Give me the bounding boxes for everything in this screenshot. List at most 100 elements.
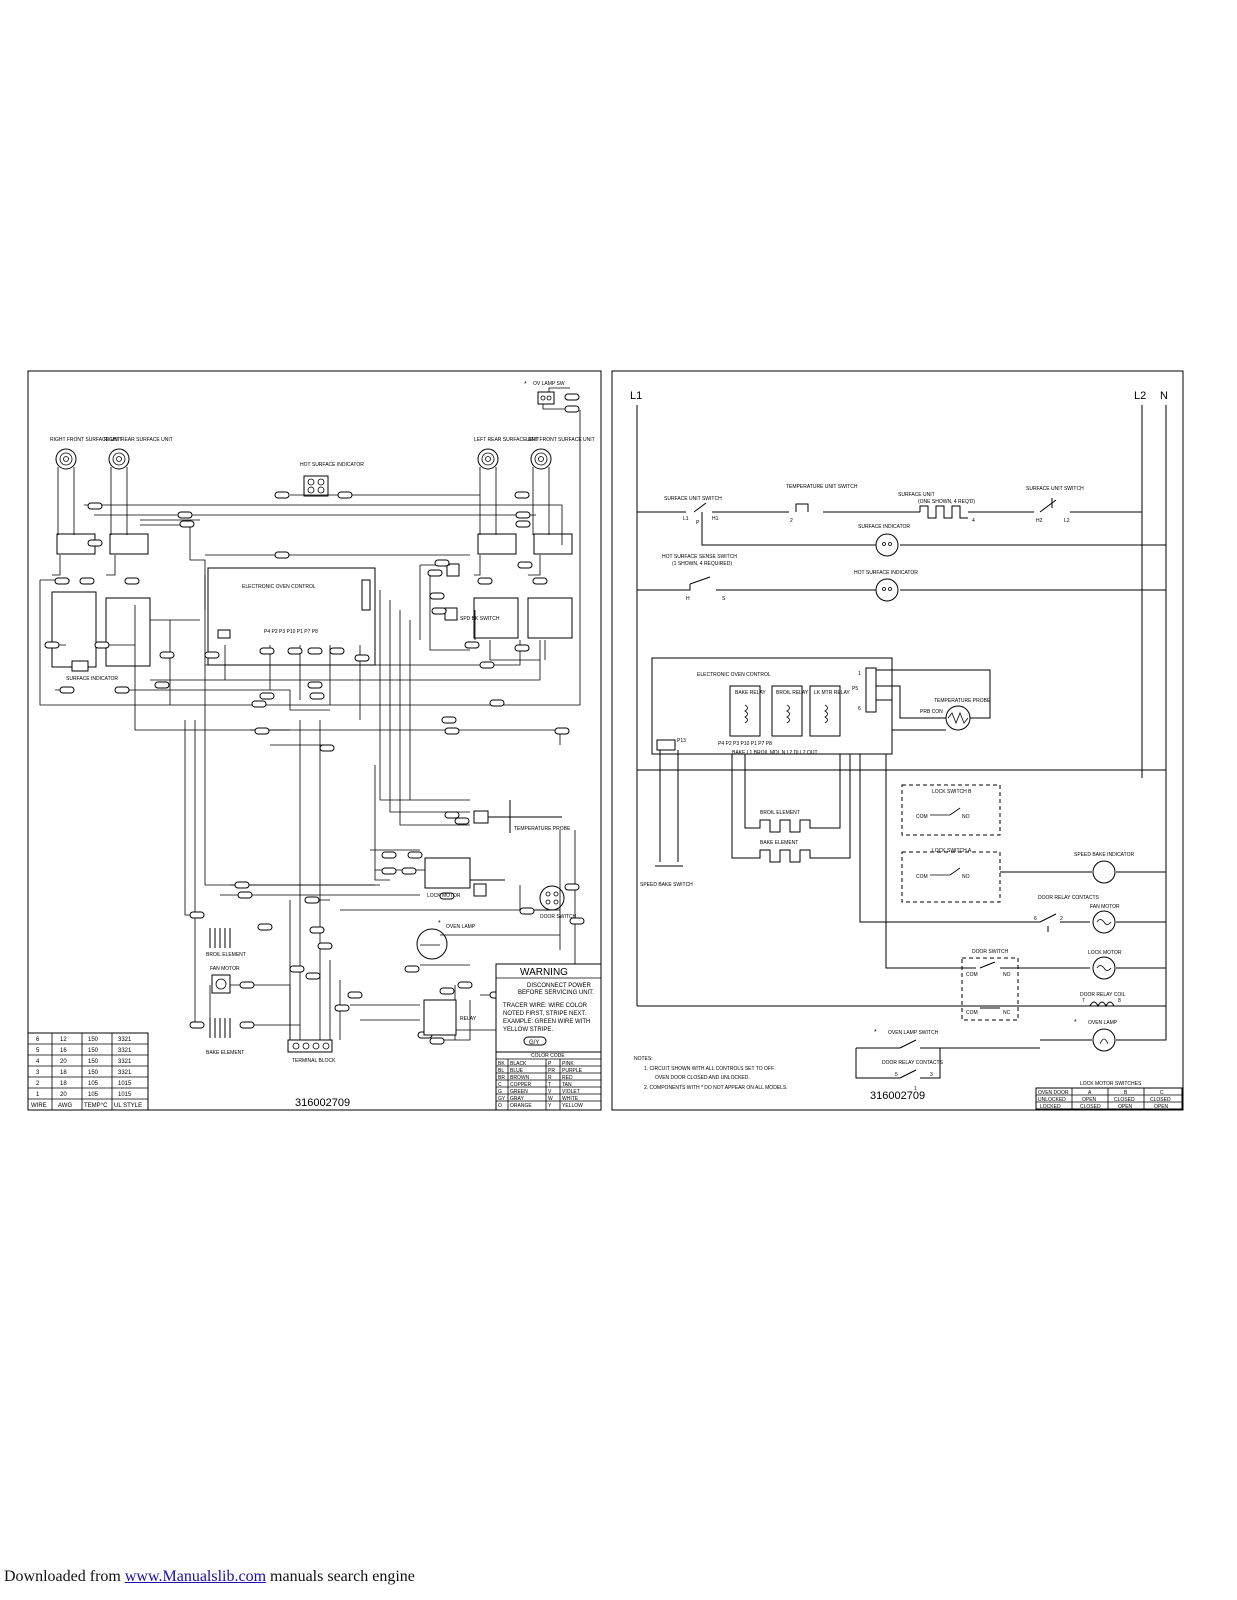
svg-text:R: R	[548, 1075, 552, 1081]
svg-text:DOOR SWITCH: DOOR SWITCH	[972, 949, 1008, 955]
svg-text:HOT SURFACE SENSE SWITCH: HOT SURFACE SENSE SWITCH	[662, 554, 737, 560]
svg-text:20: 20	[60, 1059, 67, 1065]
svg-text:H: H	[686, 596, 690, 602]
oven-lamp-schematic: * OVEN LAMP	[1040, 1006, 1167, 1052]
svg-text:16: 16	[60, 1048, 67, 1054]
svg-text:COM: COM	[916, 874, 928, 880]
svg-text:GRAY: GRAY	[510, 1096, 524, 1102]
svg-text:5: 5	[36, 1048, 40, 1054]
broil-element-schematic: BROIL ELEMENT	[744, 754, 841, 833]
oven-lamp-switch: * OV LAMP SW	[524, 381, 580, 413]
svg-text:6: 6	[36, 1037, 40, 1043]
svg-text:B: B	[1124, 1090, 1128, 1096]
svg-text:(ONE SHOWN, 4 REQ'D): (ONE SHOWN, 4 REQ'D)	[918, 499, 975, 505]
svg-text:BL: BL	[498, 1068, 504, 1074]
left-wiring-diagram: * OV LAMP SW RIGHT FRONT SURFACE UNIT RI…	[27, 370, 602, 1111]
surface-indicator: SURFACE INDICATOR	[66, 660, 118, 682]
svg-text:W: W	[548, 1096, 553, 1102]
svg-text:OVEN DOOR CLOSED AND UNLOCKED.: OVEN DOOR CLOSED AND UNLOCKED.	[655, 1075, 750, 1081]
svg-text:*: *	[524, 381, 527, 388]
svg-text:SPD BK SWITCH: SPD BK SWITCH	[460, 616, 500, 622]
footer-suffix: manuals search engine	[266, 1568, 415, 1585]
svg-text:FAN MOTOR: FAN MOTOR	[1090, 904, 1120, 910]
svg-text:C: C	[1160, 1090, 1164, 1096]
svg-text:LOCK SWITCH A: LOCK SWITCH A	[932, 848, 972, 854]
svg-text:PURPLE: PURPLE	[562, 1068, 583, 1074]
right-part-number: 316002709	[870, 1090, 925, 1102]
svg-text:2: 2	[36, 1081, 40, 1087]
svg-text:BK: BK	[498, 1061, 505, 1067]
svg-text:1. CIRCUIT SHOWN WITH ALL CON: 1. CIRCUIT SHOWN WITH ALL CONTROLS SET T…	[644, 1066, 775, 1072]
svg-text:SURFACE INDICATOR: SURFACE INDICATOR	[858, 524, 910, 530]
svg-text:H2: H2	[1036, 518, 1043, 524]
svg-text:COLOR CODE: COLOR CODE	[531, 1053, 565, 1059]
svg-text:P: P	[548, 1061, 552, 1067]
door-relay-contacts-2: DOOR RELAY CONTACTS 5 3 1	[855, 1048, 944, 1092]
svg-text:OPEN: OPEN	[1118, 1104, 1133, 1110]
relay: RELAY	[423, 999, 477, 1036]
svg-text:COM: COM	[966, 1010, 978, 1016]
svg-text:CLOSED: CLOSED	[1150, 1097, 1171, 1103]
svg-text:LOCK MOTOR: LOCK MOTOR	[427, 893, 461, 899]
color-code-table: COLOR CODE BK BLACK P PINK BL BLUE PR PU…	[495, 1051, 602, 1111]
temperature-probe-schematic: TEMPERATURE PROBE PRB CON	[876, 669, 991, 731]
svg-text:OPEN: OPEN	[1082, 1097, 1097, 1103]
svg-text:BAKE ELEMENT: BAKE ELEMENT	[206, 1050, 244, 1056]
svg-text:BR: BR	[498, 1075, 505, 1081]
svg-text:GREEN: GREEN	[510, 1089, 528, 1095]
lock-motor: LOCK MOTOR	[424, 857, 505, 899]
svg-text:BAKE ELEMENT: BAKE ELEMENT	[760, 840, 798, 846]
svg-text:P13: P13	[677, 738, 686, 744]
left-rear-surface-unit: LEFT REAR SURFACE UNIT	[474, 437, 539, 470]
line-n-label: N	[1160, 390, 1168, 402]
svg-text:FAN MOTOR: FAN MOTOR	[210, 966, 240, 972]
speed-bake-switch: SPD BK SWITCH	[444, 563, 500, 622]
svg-text:NO: NO	[962, 814, 970, 820]
svg-text:AWG: AWG	[58, 1103, 72, 1109]
fan-motor: FAN MOTOR	[210, 966, 240, 994]
svg-text:C: C	[498, 1082, 502, 1088]
right-rear-surface-unit: RIGHT REAR SURFACE UNIT	[104, 437, 173, 470]
svg-text:V: V	[548, 1089, 552, 1095]
svg-text:G/Y: G/Y	[529, 1040, 539, 1046]
svg-text:TEMPERATURE UNIT SWITCH: TEMPERATURE UNIT SWITCH	[786, 484, 858, 490]
bus-lines	[636, 405, 1167, 1006]
oven-lamp: * OVEN LAMP	[416, 920, 476, 960]
svg-text:DOOR RELAY CONTACTS: DOOR RELAY CONTACTS	[882, 1060, 944, 1066]
eoc-block: ELECTRONIC OVEN CONTROL BAKE RELAY BROIL…	[651, 657, 893, 756]
svg-text:DISCONNECT POWER: DISCONNECT POWER	[527, 983, 592, 989]
svg-text:RELAY: RELAY	[460, 1016, 477, 1022]
svg-text:T: T	[548, 1082, 551, 1088]
svg-text:COM: COM	[916, 814, 928, 820]
svg-text:3: 3	[36, 1070, 40, 1076]
svg-text:COPPER: COPPER	[510, 1082, 532, 1088]
svg-text:DOOR RELAY CONTACTS: DOOR RELAY CONTACTS	[1038, 895, 1100, 901]
svg-text:PR: PR	[548, 1068, 555, 1074]
manualslib-link[interactable]: www.Manualslib.com	[124, 1568, 267, 1585]
svg-text:2. COMPONENTS WITH * DO NOT: 2. COMPONENTS WITH * DO NOT APPEAR ON AL…	[644, 1085, 788, 1091]
svg-text:ELECTRONIC OVEN CONTROL: ELECTRONIC OVEN CONTROL	[242, 584, 316, 590]
svg-text:OV LAMP SW: OV LAMP SW	[533, 381, 565, 387]
svg-text:3321: 3321	[118, 1059, 132, 1065]
svg-text:O: O	[498, 1103, 502, 1109]
hot-surface-circuit: HOT SURFACE SENSE SWITCH (1 SHOWN, 4 REQ…	[637, 554, 1166, 602]
speed-bake-switch-schematic: SPEED BAKE SWITCH	[640, 750, 693, 888]
svg-text:L2: L2	[1064, 518, 1070, 524]
svg-text:3: 3	[930, 1072, 933, 1078]
door-relay-contacts: DOOR RELAY CONTACTS 6 2	[859, 754, 1100, 932]
svg-text:SURFACE INDICATOR: SURFACE INDICATOR	[66, 676, 118, 682]
svg-text:NO: NO	[962, 874, 970, 880]
download-footer: Downloaded from www.Manualslib.com manua…	[4, 1568, 415, 1586]
svg-text:P4 P2 P3 P10 P1 P7 P8: P4 P2 P3 P10 P1 P7 P8	[264, 629, 318, 635]
svg-text:150: 150	[88, 1048, 99, 1054]
svg-text:105: 105	[88, 1081, 99, 1087]
svg-text:WHITE: WHITE	[562, 1096, 579, 1102]
svg-text:CLOSED: CLOSED	[1080, 1104, 1101, 1110]
footer-prefix: Downloaded from	[4, 1568, 125, 1585]
svg-text:*: *	[438, 920, 441, 927]
svg-text:TEMPERATURE PROBE: TEMPERATURE PROBE	[934, 698, 991, 704]
svg-text:TRACER WIRE: WIRE COLOR: TRACER WIRE: WIRE COLOR	[503, 1003, 588, 1009]
bake-element: BAKE ELEMENT	[206, 1018, 244, 1056]
svg-text:6: 6	[858, 706, 861, 712]
svg-text:3321: 3321	[118, 1037, 132, 1043]
